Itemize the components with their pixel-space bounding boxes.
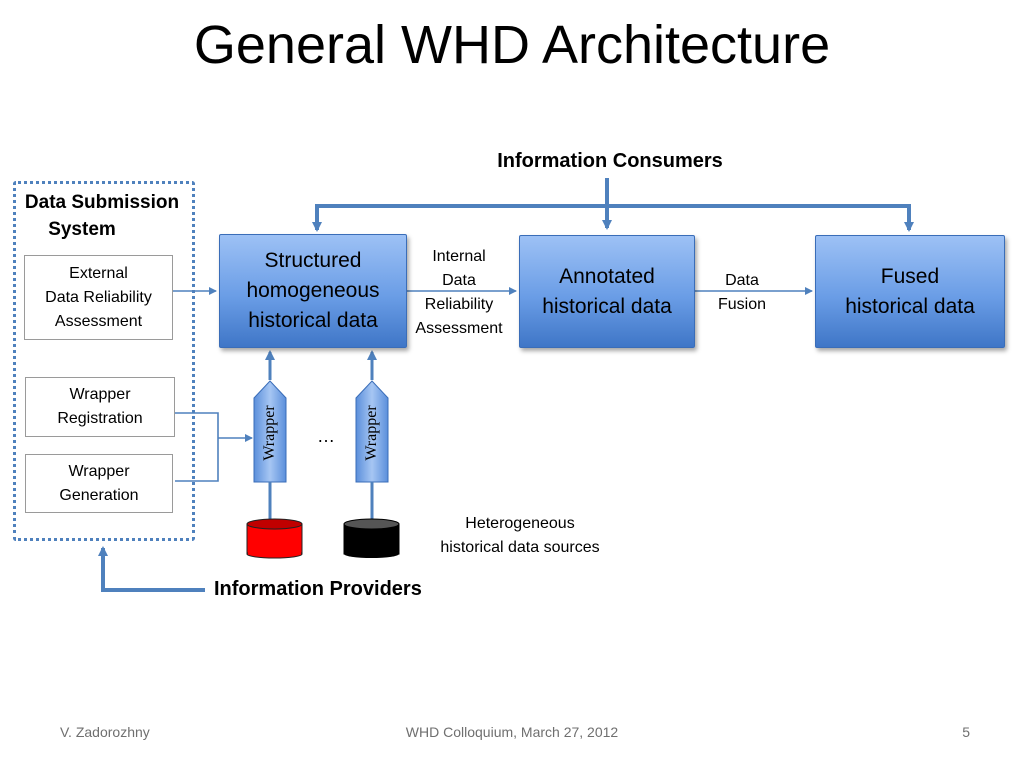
slide-title: General WHD Architecture [193,15,831,75]
source-black-cylinder [343,518,400,558]
source-red-cylinder [246,518,303,559]
structured-data-box: Structured homogeneous historical data [219,234,407,348]
wrapper-2-label: Wrapper [363,405,380,461]
external-assessment-box: External Data Reliability Assessment [24,255,173,340]
heterogeneous-sources-label: Heterogeneous historical data sources [440,515,600,556]
wrapper-generation-box: Wrapper Generation [25,454,173,513]
consumers-connector [312,178,914,232]
wrapper-1-label: Wrapper [261,405,278,461]
wrapper-mgmt-connector [175,412,219,482]
footer-page-number: 5 [962,724,970,740]
footer-event: WHD Colloquium, March 27, 2012 [405,724,619,740]
wrapper-registration-box: Wrapper Registration [25,377,175,437]
wrapper-1-shape [253,380,287,483]
data-submission-system-frame [13,181,195,541]
wrapper-2-shape [355,380,389,483]
ellipsis-label: … [317,426,335,446]
annotated-data-box: Annotated historical data [519,235,695,348]
data-fusion-label: Data Fusion [717,272,767,313]
fused-data-box: Fused historical data [815,235,1005,348]
wrapper-shapes [253,380,389,483]
information-consumers-label: Information Consumers [497,150,723,172]
data-submission-system-label: Data Submission System [24,192,180,240]
information-providers-label: Information Providers [214,578,422,600]
providers-connector [98,546,205,592]
footer-author: V. Zadorozhny [60,724,150,740]
internal-reliability-label: Internal Data Reliability Assessment [415,248,503,337]
